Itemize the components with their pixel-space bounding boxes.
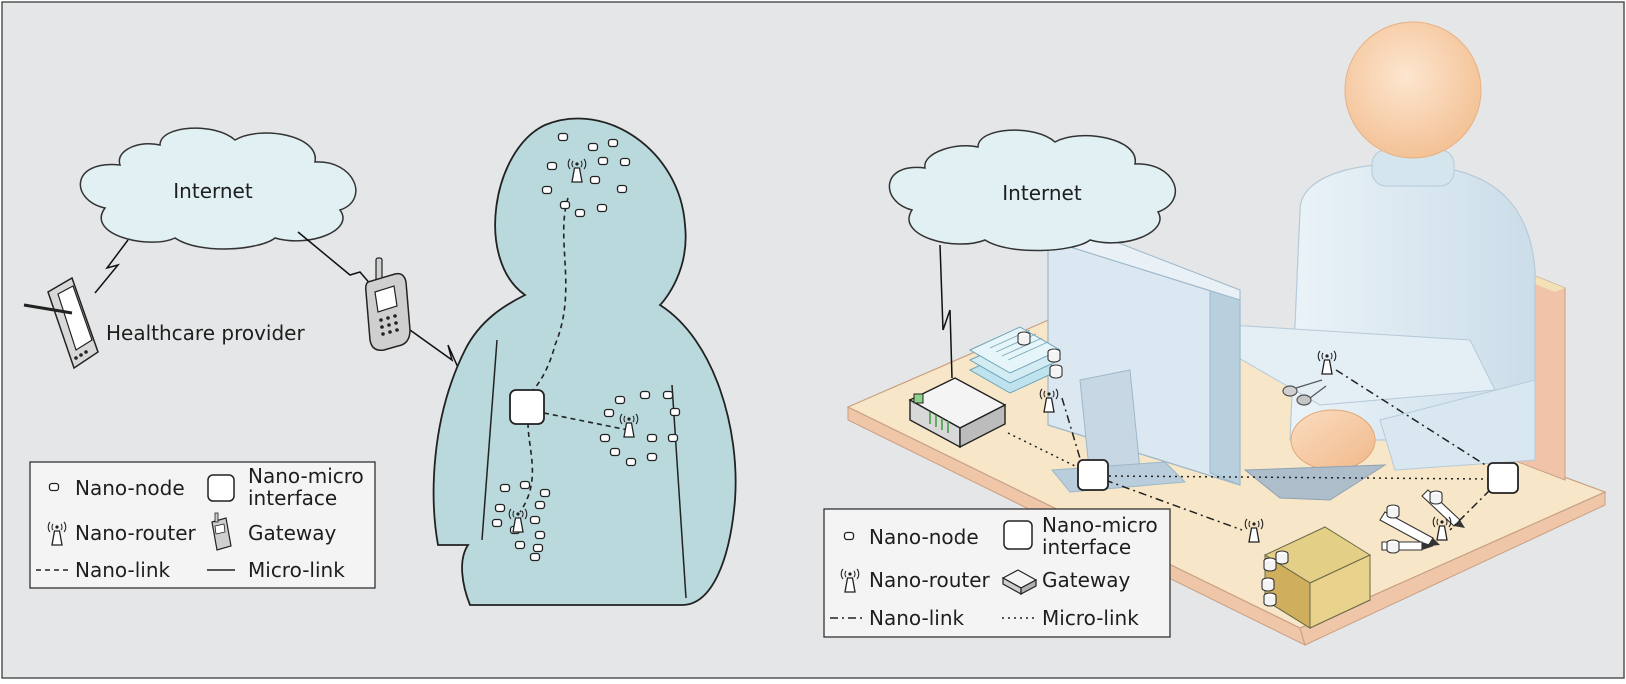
- nano-micro-interface-desk: [1487, 462, 1519, 494]
- computer-monitor: [1046, 227, 1387, 501]
- interface-icon: [207, 474, 235, 502]
- person: [1224, 21, 1536, 471]
- legend-gateway: Gateway: [1042, 568, 1131, 592]
- gateway-phone-icon: [365, 257, 411, 352]
- internet-label-right: Internet: [1002, 181, 1082, 205]
- legend-interface-line2: interface: [248, 486, 337, 510]
- internet-cloud-right: [888, 129, 1177, 252]
- legend-nano-router: Nano-router: [75, 521, 197, 545]
- micro-link: [297, 231, 373, 287]
- micro-link: [94, 239, 129, 294]
- legend-gateway: Gateway: [248, 521, 337, 545]
- tablet-icon: [23, 276, 99, 370]
- legend-nano-link: Nano-link: [75, 558, 171, 582]
- books-stack: [1261, 526, 1372, 629]
- nano-node-icon: [843, 531, 855, 541]
- legend-right: Nano-node Nano-micro interface Nano-rout…: [823, 508, 1171, 638]
- gateway-phone-small-icon: [211, 512, 232, 551]
- human-body: [432, 117, 737, 606]
- legend-nano-node: Nano-node: [75, 476, 185, 500]
- right-links: [1007, 369, 1491, 531]
- legend-interface-line2: interface: [1042, 535, 1131, 559]
- keys: [1282, 379, 1327, 406]
- healthcare-provider-label: Healthcare provider: [106, 321, 305, 345]
- legend-interface-line1: Nano-micro: [1042, 513, 1158, 537]
- legend-micro-link: Micro-link: [248, 558, 345, 582]
- nano-links-body: [519, 197, 629, 513]
- internet-cloud-left: [79, 127, 357, 250]
- legend-nano-link: Nano-link: [869, 606, 965, 630]
- legend-interface-line1: Nano-micro: [248, 464, 364, 488]
- legend-nano-node: Nano-node: [869, 525, 979, 549]
- arm-line: [481, 339, 498, 541]
- interface-icon: [1003, 520, 1033, 550]
- gateway-router-device: [908, 377, 1007, 449]
- micro-link: [939, 244, 953, 379]
- nano-node-icon: [48, 482, 60, 492]
- legend-nano-router: Nano-router: [869, 568, 991, 592]
- nano-micro-interface-monitor: [1077, 459, 1109, 491]
- legend-micro-link: Micro-link: [1042, 606, 1139, 630]
- legend-left: Nano-node Nano-micro interface Nano-rout…: [29, 461, 376, 589]
- nano-micro-interface-body: [509, 389, 545, 425]
- internet-label-left: Internet: [173, 179, 253, 203]
- pens: [1379, 489, 1465, 554]
- arm-line: [671, 384, 687, 599]
- gateway-router-small-icon: [1001, 569, 1038, 596]
- papers-stack: [968, 326, 1063, 394]
